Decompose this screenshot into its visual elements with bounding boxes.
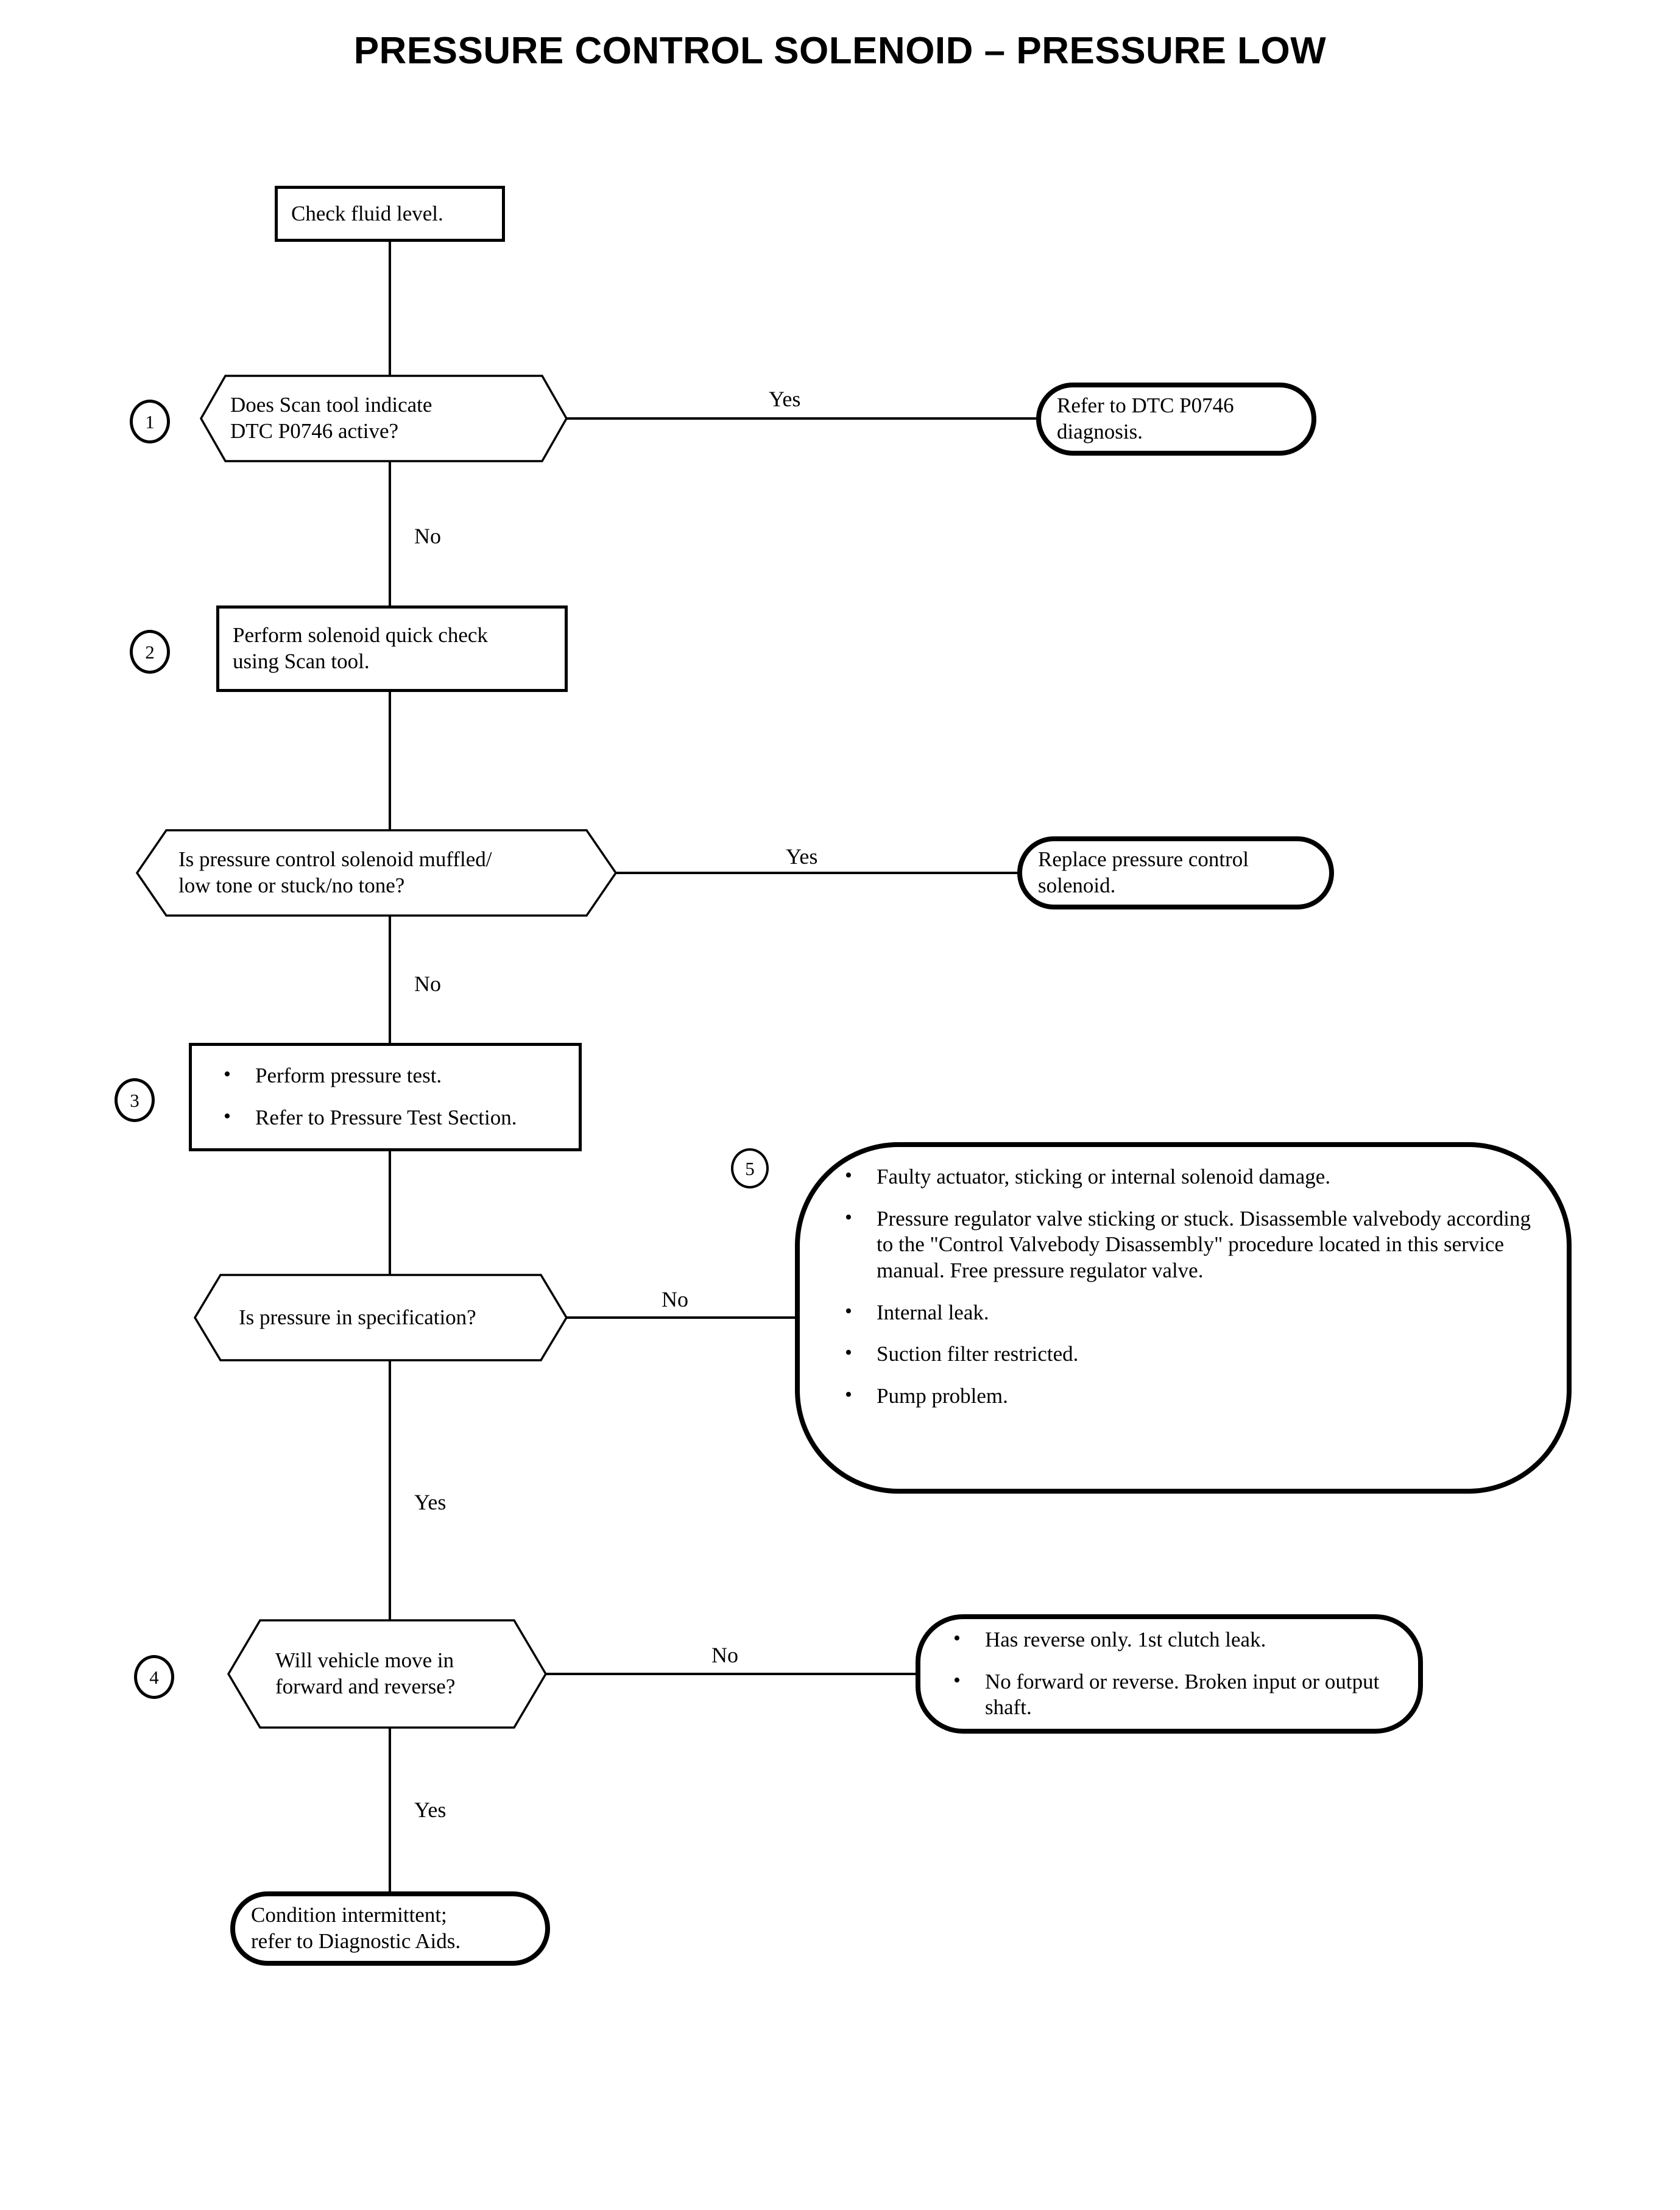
node-q2-solenoid-tone: Is pressure control solenoid muffled/ lo… — [135, 829, 618, 917]
edge-label-q1-no: No — [414, 524, 441, 548]
node-q1-line2: DTC P0746 active? — [230, 419, 399, 443]
step-number-2: 2 — [130, 630, 170, 674]
list-item: Internal leak. — [840, 1299, 1542, 1326]
node-q4-vehicle-moves: Will vehicle move in forward and reverse… — [227, 1619, 548, 1729]
step-number-1: 1 — [130, 400, 170, 443]
node-q3-line1: Is pressure in specification? — [239, 1305, 476, 1329]
edge-label-q4-yes: Yes — [414, 1798, 446, 1822]
step-number-4: 4 — [134, 1655, 174, 1699]
node-q4-line1: Will vehicle move in — [275, 1648, 454, 1673]
list-item: Faulty actuator, sticking or internal so… — [840, 1163, 1542, 1190]
node-pressure-test-list: Perform pressure test. Refer to Pressure… — [219, 1062, 517, 1131]
node-replace-solenoid: Replace pressure control solenoid. — [1017, 836, 1334, 909]
node-solenoid-quick-check: Perform solenoid quick check using Scan … — [216, 605, 568, 692]
node-driveline-symptoms-list: Has reverse only. 1st clutch leak. No fo… — [948, 1626, 1406, 1721]
list-item: Refer to Pressure Test Section. — [219, 1104, 517, 1131]
node-replace-solenoid-line1: Replace pressure control — [1038, 847, 1249, 872]
list-item: Suction filter restricted. — [840, 1340, 1542, 1368]
node-q2-line1: Is pressure control solenoid muffled/ — [178, 847, 492, 872]
edge-label-q1-yes: Yes — [769, 387, 801, 411]
node-q4-line2: forward and reverse? — [275, 1675, 456, 1698]
node-q3-pressure-in-spec: Is pressure in specification? — [193, 1274, 568, 1361]
node-replace-solenoid-line2: solenoid. — [1038, 874, 1116, 897]
edge-label-q3-no: No — [662, 1287, 688, 1312]
list-item: Perform pressure test. — [219, 1062, 517, 1089]
node-condition-intermittent-line2: refer to Diagnostic Aids. — [251, 1929, 461, 1953]
node-driveline-symptoms: Has reverse only. 1st clutch leak. No fo… — [916, 1614, 1423, 1734]
node-q1-line1: Does Scan tool indicate — [230, 393, 432, 417]
node-low-pressure-causes: Faulty actuator, sticking or internal so… — [795, 1142, 1572, 1494]
node-solenoid-quick-check-line2: using Scan tool. — [233, 649, 370, 673]
node-check-fluid-level-label: Check fluid level. — [291, 201, 443, 225]
list-item: Pressure regulator valve sticking or stu… — [840, 1205, 1542, 1284]
node-condition-intermittent-line1: Condition intermittent; — [251, 1903, 447, 1927]
node-pressure-test: Perform pressure test. Refer to Pressure… — [189, 1043, 582, 1151]
node-q2-line2: low tone or stuck/no tone? — [178, 874, 405, 897]
edge-label-q2-yes: Yes — [786, 844, 818, 869]
list-item: No forward or reverse. Broken input or o… — [948, 1668, 1406, 1721]
node-refer-dtc-p0746: Refer to DTC P0746 diagnosis. — [1036, 383, 1316, 456]
node-condition-intermittent: Condition intermittent; refer to Diagnos… — [230, 1891, 550, 1966]
page-title: PRESSURE CONTROL SOLENOID – PRESSURE LOW — [353, 30, 1327, 72]
node-refer-dtc-line2: diagnosis. — [1057, 420, 1143, 443]
edge-label-q4-no: No — [711, 1643, 738, 1667]
node-solenoid-quick-check-line1: Perform solenoid quick check — [233, 623, 488, 648]
edge-label-q2-no: No — [414, 972, 441, 996]
node-low-pressure-causes-list: Faulty actuator, sticking or internal so… — [840, 1163, 1542, 1410]
node-q1-dtc-active: Does Scan tool indicate DTC P0746 active… — [199, 375, 568, 462]
node-check-fluid-level: Check fluid level. — [275, 186, 505, 242]
edge-label-q3-yes: Yes — [414, 1490, 446, 1514]
list-item: Has reverse only. 1st clutch leak. — [948, 1626, 1406, 1653]
step-number-3: 3 — [115, 1078, 155, 1122]
node-refer-dtc-line1: Refer to DTC P0746 — [1057, 394, 1234, 418]
step-number-5: 5 — [731, 1148, 769, 1188]
list-item: Pump problem. — [840, 1382, 1542, 1410]
